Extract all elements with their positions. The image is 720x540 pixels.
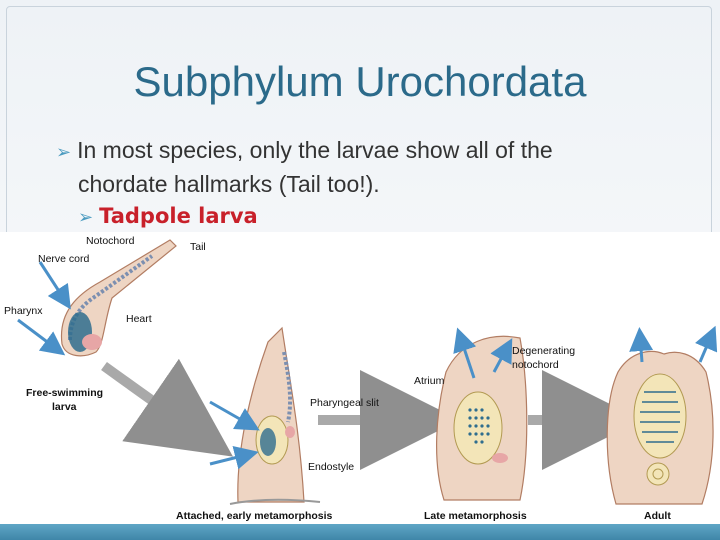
- label-free-swimming-1: Free-swimming: [26, 387, 103, 399]
- label-heart: Heart: [126, 313, 152, 325]
- arrow-bullet-icon: ➢: [56, 142, 72, 162]
- label-pharyngeal-slit: Pharyngeal slit: [310, 397, 379, 409]
- attached-stage-drawing: [209, 326, 321, 505]
- arrow-bullet-icon: ➢: [78, 207, 94, 228]
- bullet-main: ➢In most species, only the larvae show a…: [56, 134, 686, 200]
- label-notochord: Notochord: [86, 235, 135, 247]
- adult-stage-drawing: [606, 325, 718, 505]
- late-stage-drawing: [436, 327, 528, 501]
- bullet-sub-text: Tadpole larva: [99, 204, 258, 228]
- slide-title: Subphylum Urochordata: [133, 58, 587, 105]
- label-degenerating-2: notochord: [512, 359, 559, 371]
- larva-drawing: [17, 239, 177, 357]
- bullet-sub: ➢Tadpole larva: [78, 204, 258, 228]
- metamorphosis-figure: Notochord Tail Nerve cord Pharynx Heart …: [0, 232, 720, 528]
- caption-attached: Attached, early metamorphosis: [176, 510, 333, 522]
- caption-late: Late metamorphosis: [424, 510, 527, 522]
- label-endostyle: Endostyle: [308, 461, 354, 473]
- metamorphosis-illustration: Notochord Tail Nerve cord Pharynx Heart …: [4, 235, 718, 522]
- bullet-main-line2: chordate hallmarks (Tail too!).: [78, 171, 380, 197]
- label-nerve-cord: Nerve cord: [38, 253, 90, 265]
- label-atrium: Atrium: [414, 375, 445, 387]
- label-degenerating-1: Degenerating: [512, 345, 575, 357]
- bullet-main-line1: ➢In most species, only the larvae show a…: [56, 134, 686, 168]
- bullet-main-text-1: In most species, only the larvae show al…: [77, 137, 553, 163]
- label-tail: Tail: [190, 241, 206, 253]
- slide-bottom-bar: [0, 524, 720, 540]
- caption-adult: Adult: [644, 510, 671, 522]
- label-pharynx: Pharynx: [4, 305, 43, 317]
- label-free-swimming-2: larva: [52, 401, 77, 413]
- stage-arrow-1: [101, 358, 233, 457]
